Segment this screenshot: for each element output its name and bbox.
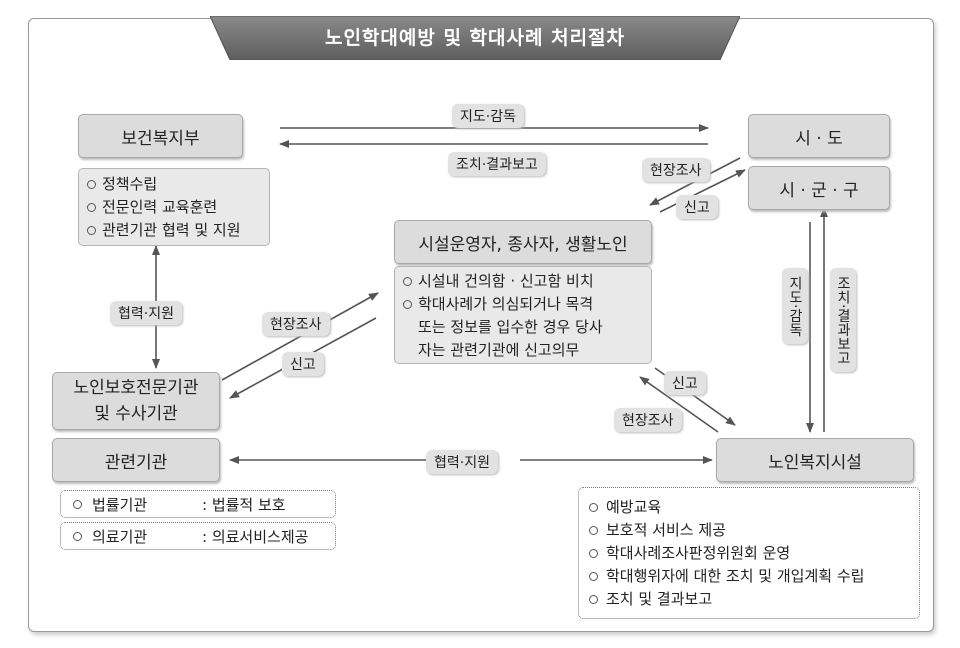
edge-label-welfare-investigation: 현장조사 [614, 408, 682, 432]
bullet-icon [589, 503, 598, 512]
bullet-icon [87, 226, 96, 235]
bullet-icon [589, 549, 598, 558]
edge-label-coop-vertical: 협력·지원 [110, 301, 182, 325]
bullet-icon [589, 595, 598, 604]
bullet-icon [87, 203, 96, 212]
ministry-item: 정책수립 [102, 175, 158, 193]
ministry-items: 정책수립 전문인력 교육훈련 관련기관 협력 및 지원 [78, 168, 270, 246]
ministry-item: 전문인력 교육훈련 [102, 198, 218, 216]
edge-label-city-notify: 신고 [676, 195, 718, 219]
edge-label-coop-horizontal: 협력·지원 [426, 450, 498, 474]
edge-label-welfare-notify: 신고 [664, 371, 706, 395]
protection-line1: 노인보호전문기관 [73, 378, 199, 398]
operators-items: 시설내 건의함 · 신고함 비치 학대사례가 의심되거나 목격 또는 정보를 입… [394, 266, 652, 364]
bullet-icon [73, 531, 82, 541]
edge-label-v-guidance: 지도·감독 [782, 268, 808, 345]
edge-label-v-report: 조치·결과보고 [830, 268, 856, 373]
operators-item: 시설내 건의함 · 신고함 비치 [418, 272, 594, 290]
related-item-name: 법률기관 [92, 495, 148, 514]
related-item-law: 법률기관 : 법률적 보호 [60, 490, 336, 518]
related-item-desc: : 의료서비스제공 [202, 527, 309, 546]
bullet-icon [403, 277, 412, 286]
bullet-icon [87, 180, 96, 189]
diagram-title: 노인학대예방 및 학대사례 처리절차 [324, 27, 626, 49]
arrow-protection-investigation [221, 292, 379, 381]
title-tab [210, 16, 740, 60]
bullet-icon [403, 300, 412, 309]
edge-label-protection-notify: 신고 [282, 352, 324, 376]
edge-label-report: 조치·결과보고 [448, 152, 546, 176]
node-province: 시 · 도 [748, 114, 890, 158]
related-item-medical: 의료기관 : 의료서비스제공 [60, 522, 336, 550]
bullet-icon [589, 526, 598, 535]
edge-label-city-investigation: 현장조사 [642, 158, 710, 182]
welfare-item: 학대사례조사판정위원회 운영 [606, 544, 791, 562]
welfare-item: 예방교육 [606, 498, 662, 516]
related-item-desc: : 법률적 보호 [202, 495, 286, 514]
node-city: 시 · 군 · 구 [748, 166, 890, 210]
bullet-icon [73, 499, 82, 509]
operators-item-cont: 또는 정보를 입수한 경우 당사 [418, 318, 603, 336]
edge-label-protection-investigation: 현장조사 [262, 312, 330, 336]
arrow-operators-notify [659, 169, 746, 213]
related-item-name: 의료기관 [92, 527, 148, 546]
arrow-welfare-investigation [639, 376, 719, 433]
node-related: 관련기관 [52, 438, 220, 482]
welfare-item: 학대행위자에 대한 조치 및 개입계획 수립 [606, 567, 865, 585]
welfare-items: 예방교육 보호적 서비스 제공 학대사례조사판정위원회 운영 학대행위자에 대한… [578, 487, 920, 619]
node-ministry: 보건복지부 [78, 114, 243, 158]
welfare-item: 조치 및 결과보고 [606, 590, 713, 608]
node-welfare: 노인복지시설 [716, 438, 914, 482]
bullet-icon [589, 572, 598, 581]
edge-label-guidance: 지도·감독 [452, 104, 524, 128]
protection-line2: 및 수사기관 [94, 404, 178, 424]
node-operators: 시설운영자, 종사자, 생활노인 [394, 220, 652, 264]
welfare-item: 보호적 서비스 제공 [606, 521, 726, 539]
node-protection: 노인보호전문기관 및 수사기관 [52, 372, 220, 430]
operators-item-cont: 자는 관련기관에 신고의무 [418, 341, 580, 359]
operators-item: 학대사례가 의심되거나 목격 [418, 295, 594, 313]
ministry-item: 관련기관 협력 및 지원 [102, 221, 241, 239]
